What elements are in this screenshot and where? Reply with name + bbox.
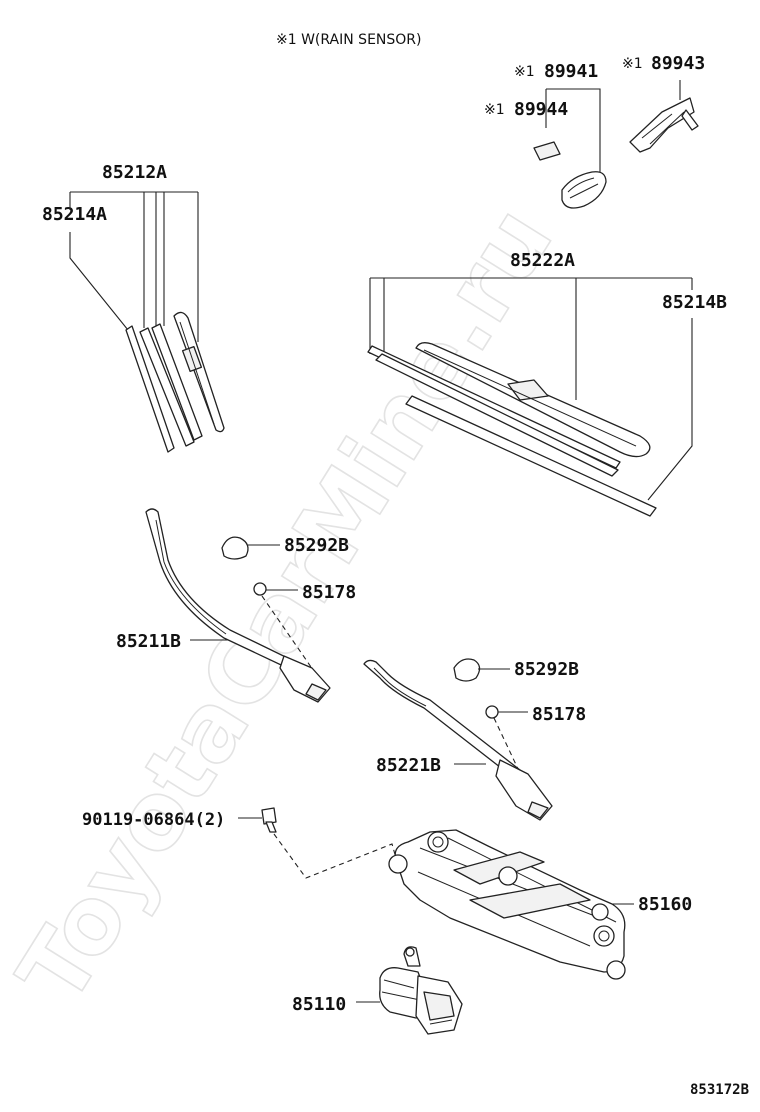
label-85178-upper: 85178 [302,582,356,603]
wiper-arm-85211B [145,508,331,703]
label-85292B-lower: 85292B [514,659,579,680]
blade-a-leaders [69,191,199,342]
label-89941: 89941 [544,61,598,82]
label-89943: 89943 [651,53,705,74]
bolt-90119-06864 [238,807,397,879]
label-85160: 85160 [638,894,692,915]
label-90119-06864: 90119-06864(2) [82,810,225,830]
blade-rubber-85214B [405,395,657,517]
figure-code: 853172B [690,1082,749,1098]
arm-cap-85292B-upper [221,536,280,560]
rain-sensor-leaders [545,88,601,172]
wiper-motor-85110 [356,946,463,1035]
rain-sensor-89941 [561,171,607,209]
rain-sensor-note: ※1 W(RAIN SENSOR) [276,32,421,48]
label-85221B: 85221B [376,755,441,776]
blade-rubber-85214A [125,325,175,453]
label-85214B: 85214B [662,292,727,313]
blade-b-leaders [369,277,693,501]
mark-89941: ※1 [514,64,535,80]
label-89944: 89944 [514,99,568,120]
label-85214A: 85214A [42,204,107,225]
label-85110: 85110 [292,994,346,1015]
arm-nut-85178-upper [253,582,321,681]
label-85178-lower: 85178 [532,704,586,725]
label-85212A: 85212A [102,162,167,183]
label-85292B-upper: 85292B [284,535,349,556]
wiper-blade-85222A [367,342,651,477]
wiper-blade-85212A [139,311,225,447]
wiper-link-85160 [388,829,634,980]
sensor-pad-89944 [533,141,561,161]
arm-cap-85292B-lower [453,658,510,682]
label-85211B: 85211B [116,631,181,652]
sensor-bracket-89943 [629,80,699,153]
label-85222A: 85222A [510,250,575,271]
mark-89944: ※1 [484,102,505,118]
mark-89943: ※1 [622,56,643,72]
wiper-arm-85221B [363,659,553,821]
